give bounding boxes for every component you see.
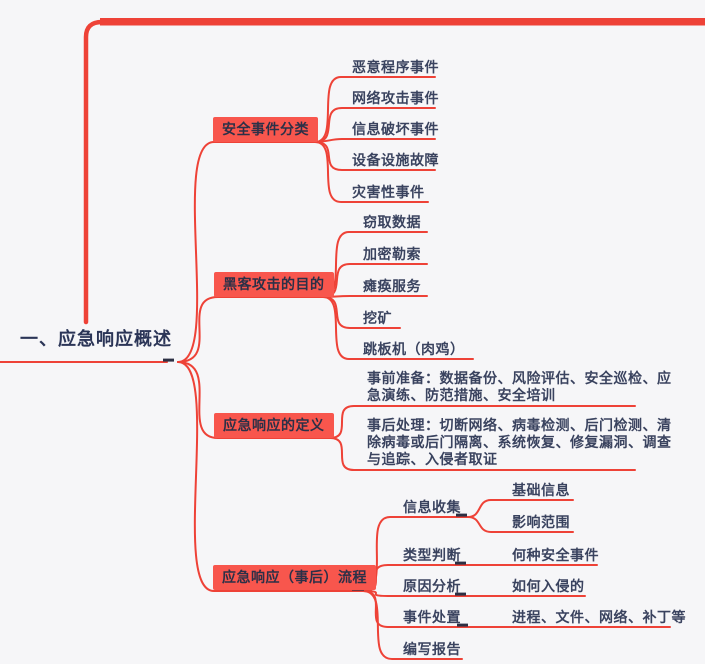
node-process-file-network-patch[interactable]: 进程、文件、网络、补丁等 <box>512 609 686 625</box>
node-disaster-event[interactable]: 灾害性事件 <box>352 184 425 200</box>
node-report-writing[interactable]: 编写报告 <box>403 641 461 657</box>
node-ransomware[interactable]: 加密勒索 <box>363 246 421 262</box>
node-malicious-program-event[interactable]: 恶意程序事件 <box>352 59 439 75</box>
branch-node-incident-response-definition[interactable]: 应急响应的定义 <box>214 413 334 438</box>
branch1-connectors <box>314 76 436 203</box>
branch-node-hacker-attack-goals[interactable]: 黑客攻击的目的 <box>214 272 334 297</box>
node-pre-incident-preparation[interactable]: 事前准备：数据备份、风险评估、安全巡检、应 急演练、防范措施、安全培训 <box>367 370 672 403</box>
node-basic-info[interactable]: 基础信息 <box>512 482 570 498</box>
node-incident-disposal[interactable]: 事件处置 <box>403 609 461 625</box>
node-network-attack-event[interactable]: 网络攻击事件 <box>352 90 439 106</box>
node-which-incident-type[interactable]: 何种安全事件 <box>512 547 599 563</box>
branch3-connectors <box>329 405 636 471</box>
node-service-paralysis[interactable]: 瘫痪服务 <box>363 278 421 294</box>
top-frame-branch-line <box>83 17 705 325</box>
node-type-judgement[interactable]: 类型判断 <box>403 547 461 563</box>
node-impact-scope[interactable]: 影响范围 <box>512 514 570 530</box>
node-jump-server[interactable]: 跳板机（肉鸡） <box>363 341 465 357</box>
node-post-incident-handling[interactable]: 事后处理：切断网络、病毒检测、后门检测、清 除病毒或后门隔离、系统恢复、修复漏洞… <box>367 417 672 467</box>
branch-node-incident-categories[interactable]: 安全事件分类 <box>213 117 318 142</box>
node-crypto-mining[interactable]: 挖矿 <box>363 310 392 326</box>
node-info-collection[interactable]: 信息收集 <box>403 499 461 515</box>
node-cause-analysis[interactable]: 原因分析 <box>403 578 461 594</box>
node-how-intruded[interactable]: 如何入侵的 <box>512 578 585 594</box>
branch-node-response-process[interactable]: 应急响应（事后）流程 <box>213 565 376 590</box>
node-equipment-facility-failure[interactable]: 设备设施故障 <box>352 152 439 168</box>
node-data-theft[interactable]: 窃取数据 <box>363 214 421 230</box>
root-topic-node[interactable]: 一、应急响应概述 <box>20 329 172 349</box>
node-information-destruction-event[interactable]: 信息破坏事件 <box>352 121 439 137</box>
root-connectors <box>0 141 364 592</box>
